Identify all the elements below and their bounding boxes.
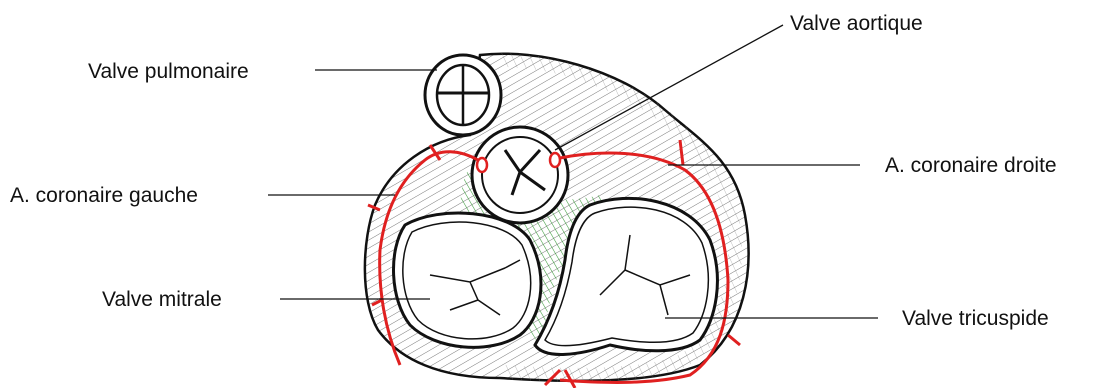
label-left-coronary: A. coronaire gauche [10,184,198,207]
mitral-valve-shape [394,213,541,347]
label-pulmonary-valve: Valve pulmonaire [88,60,249,83]
label-mitral-valve: Valve mitrale [102,288,222,311]
label-tricuspid-valve: Valve tricuspide [902,307,1049,330]
label-aortic-valve: Valve aortique [790,12,923,35]
aortic-valve-shape [472,127,568,223]
pulmonary-valve-shape [425,55,501,135]
label-right-coronary: A. coronaire droite [885,154,1057,177]
